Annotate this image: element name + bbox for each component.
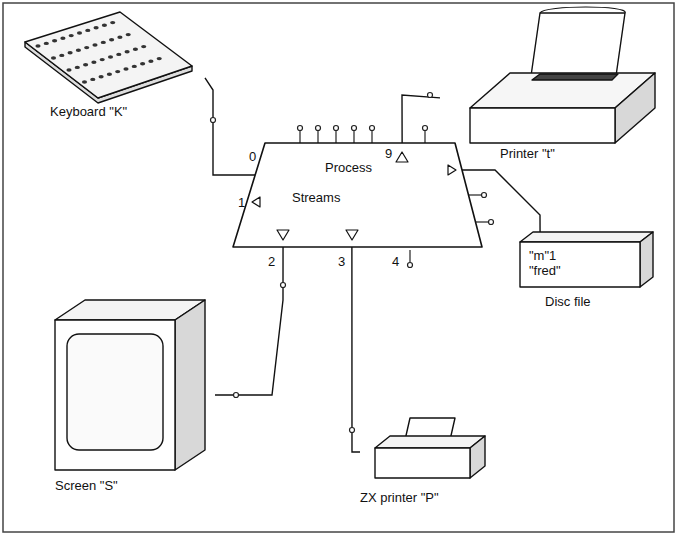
process-box: ProcessStreams bbox=[230, 140, 485, 250]
printer-device-outline bbox=[440, 8, 665, 158]
frame bbox=[3, 3, 674, 532]
device-label: Printer "t" bbox=[500, 146, 555, 161]
stream-number: 2 bbox=[268, 254, 275, 269]
stream-wire bbox=[352, 247, 360, 452]
stream-number: 0 bbox=[249, 149, 256, 164]
disc-file: "m"1 "fred" Disc file bbox=[515, 232, 655, 314]
zx-printer-device: ZX printer "P" bbox=[360, 418, 500, 518]
keyboard-device: Keyboard "K" bbox=[20, 8, 205, 126]
stream-number: 3 bbox=[338, 254, 345, 269]
streams-label: Streams bbox=[292, 190, 340, 205]
stream-number: 9 bbox=[385, 146, 392, 161]
screen-device-outline bbox=[55, 300, 215, 500]
stream-wire bbox=[215, 247, 283, 395]
stream-number: 1 bbox=[238, 195, 245, 210]
file-name: Disc file bbox=[545, 294, 591, 309]
device-label: ZX printer "P" bbox=[360, 490, 439, 505]
process-box-outline bbox=[230, 140, 485, 250]
stream-number: 4 bbox=[392, 254, 399, 269]
device-label: Screen "S" bbox=[55, 478, 118, 493]
printer-device: Printer "t" bbox=[440, 8, 665, 163]
process-title: Process bbox=[325, 160, 372, 175]
file-name: "m"1 "fred" bbox=[529, 248, 579, 278]
stream-wire bbox=[402, 95, 440, 143]
stream-wire bbox=[205, 78, 255, 175]
device-label: Keyboard "K" bbox=[50, 104, 127, 119]
screen-device: Screen "S" bbox=[55, 300, 215, 500]
